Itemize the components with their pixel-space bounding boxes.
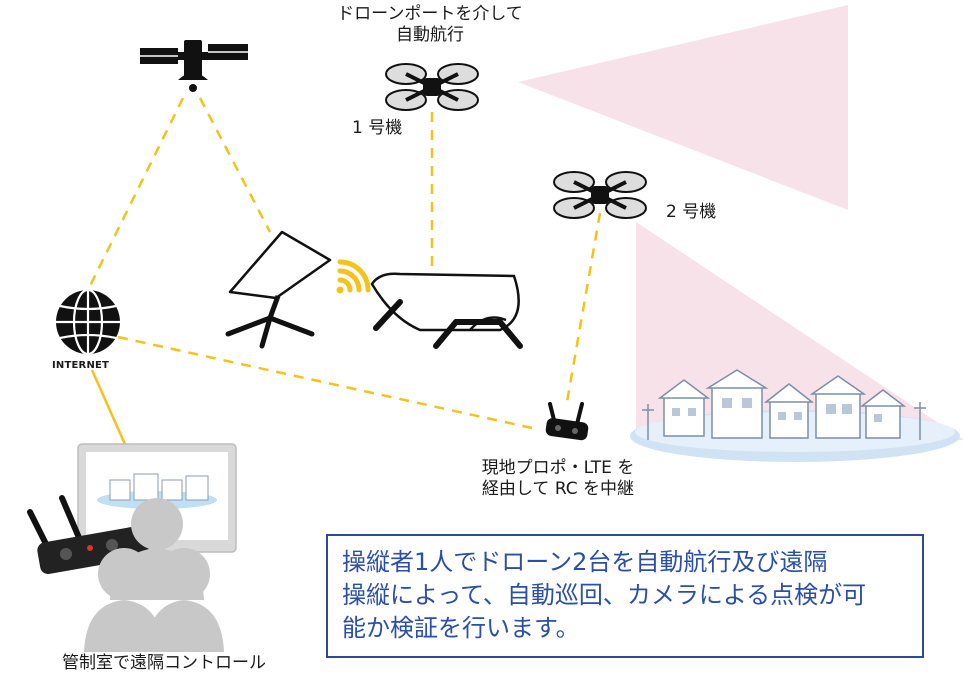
link-drone2-controller	[565, 212, 602, 403]
remote-controller-icon	[545, 402, 589, 441]
dashed-links	[86, 97, 602, 430]
relay-label-line2: 経由して RC を中継	[481, 479, 635, 499]
drone2-label: 2 号機	[666, 202, 717, 222]
relay-label: 現地プロポ・LTE を 経由して RC を中継	[458, 458, 658, 500]
control-room-label: 管制室で遠隔コントロール	[62, 653, 266, 673]
info-line-1: 操縦者1人でドローン2台を自動航行及び遠隔	[342, 548, 828, 576]
starlink-dish-icon	[225, 230, 332, 349]
drone-port-icon	[370, 272, 523, 349]
wifi-signal-icon	[336, 259, 371, 294]
operator-silhouette-icon	[84, 498, 224, 652]
relay-label-line1: 現地プロポ・LTE を	[481, 458, 635, 478]
drone-icon-2	[553, 171, 647, 219]
link-satellite-dish	[198, 97, 272, 233]
internet-label: INTERNET	[52, 360, 110, 371]
link-satellite-internet	[86, 97, 185, 291]
camera-beam-drone1	[518, 5, 848, 210]
drone-port-label-line1: ドローンポートを介して	[337, 4, 523, 24]
drone-icon-1	[385, 63, 479, 111]
drone-port-label-line2: 自動航行	[396, 25, 464, 45]
control-room-controller-icon	[27, 495, 149, 575]
globe-icon	[56, 288, 120, 356]
info-line-3: 能か検証を行います。	[342, 614, 580, 642]
info-box: 操縦者1人でドローン2台を自動航行及び遠隔 操縦によって、自動巡回、カメラによる…	[326, 534, 924, 658]
link-internet-controller	[117, 335, 533, 430]
info-line-2: 操縦によって、自動巡回、カメラによる点検が可	[342, 581, 867, 609]
drone1-label: 1 号機	[352, 118, 403, 138]
town-icon	[630, 369, 960, 462]
satellite-icon	[140, 40, 248, 92]
drone-port-label: ドローンポートを介して 自動航行	[314, 4, 546, 46]
